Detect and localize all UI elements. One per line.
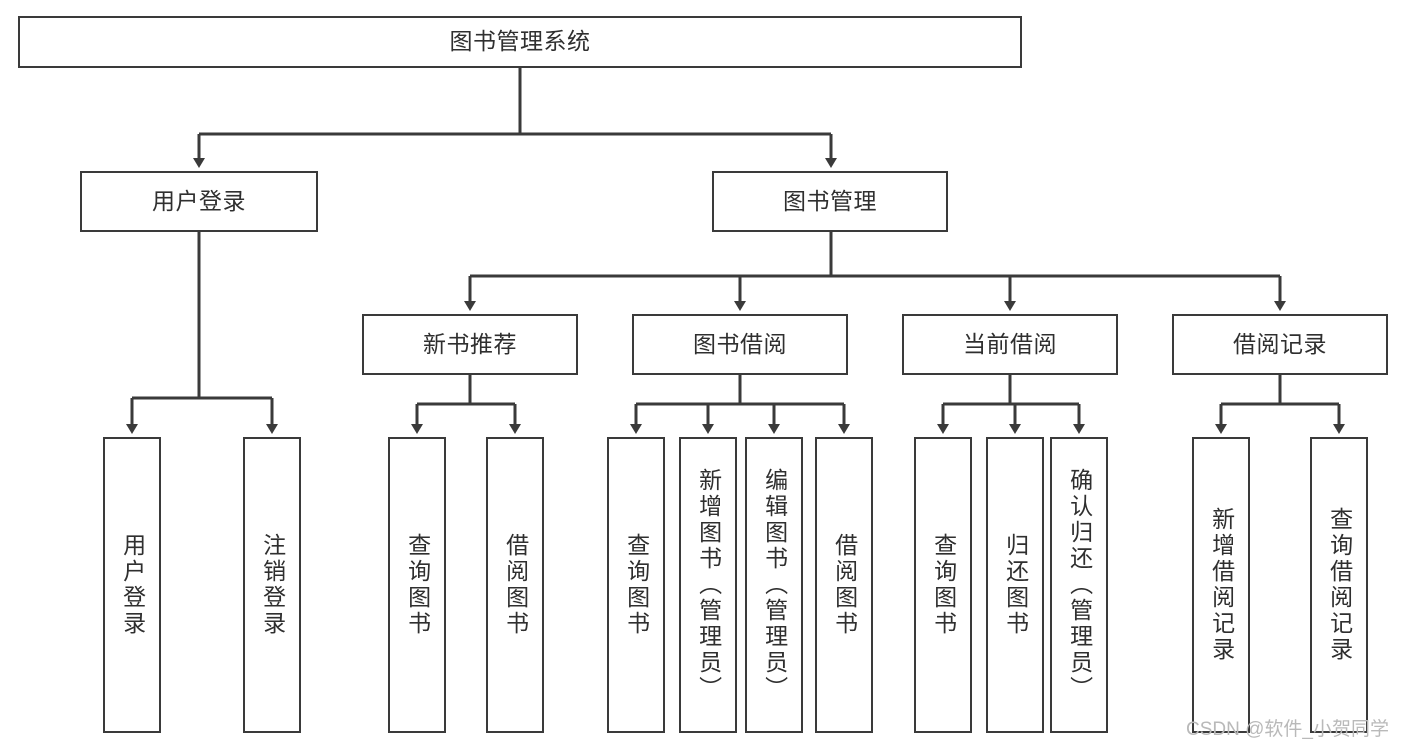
- node-label: 查询借阅记录: [1326, 507, 1353, 663]
- node-label: 编辑图书（管理员）: [761, 468, 788, 702]
- leaf-edit-book-admin[interactable]: 编辑图书（管理员）: [745, 437, 803, 733]
- node-label: 查询图书: [930, 533, 957, 637]
- node-new-book-recommend[interactable]: 新书推荐: [362, 314, 578, 375]
- node-label: 确认归还（管理员）: [1066, 468, 1093, 702]
- leaf-query-book-current[interactable]: 查询图书: [914, 437, 972, 733]
- node-label: 用户登录: [119, 533, 146, 637]
- node-label: 当前借阅: [963, 330, 1057, 357]
- node-label: 新增借阅记录: [1208, 507, 1235, 663]
- node-label: 借阅记录: [1233, 330, 1327, 357]
- leaf-borrow-book[interactable]: 借阅图书: [815, 437, 873, 733]
- leaf-add-book-admin[interactable]: 新增图书（管理员）: [679, 437, 737, 733]
- node-label: 查询图书: [404, 533, 431, 637]
- node-book-management[interactable]: 图书管理: [712, 171, 948, 232]
- node-current-borrow[interactable]: 当前借阅: [902, 314, 1118, 375]
- leaf-query-borrow-record[interactable]: 查询借阅记录: [1310, 437, 1368, 733]
- leaf-query-book-borrow[interactable]: 查询图书: [607, 437, 665, 733]
- leaf-confirm-return-admin[interactable]: 确认归还（管理员）: [1050, 437, 1108, 733]
- node-borrow-record[interactable]: 借阅记录: [1172, 314, 1388, 375]
- node-label: 新增图书（管理员）: [695, 468, 722, 702]
- node-label: 图书借阅: [693, 330, 787, 357]
- node-label: 查询图书: [623, 533, 650, 637]
- watermark: CSDN @软件_小贺同学: [1186, 719, 1389, 740]
- leaf-user-login[interactable]: 用户登录: [103, 437, 161, 733]
- leaf-logout[interactable]: 注销登录: [243, 437, 301, 733]
- node-label: 用户登录: [152, 187, 246, 214]
- leaf-return-book[interactable]: 归还图书: [986, 437, 1044, 733]
- node-user-login[interactable]: 用户登录: [80, 171, 318, 232]
- node-label: 图书管理系统: [449, 28, 591, 55]
- node-label: 借阅图书: [831, 533, 858, 637]
- node-label: 归还图书: [1002, 533, 1029, 637]
- node-label: 新书推荐: [423, 330, 517, 357]
- node-label: 注销登录: [259, 533, 286, 637]
- leaf-query-book-recommend[interactable]: 查询图书: [388, 437, 446, 733]
- leaf-borrow-book-recommend[interactable]: 借阅图书: [486, 437, 544, 733]
- node-label: 借阅图书: [502, 533, 529, 637]
- node-label: 图书管理: [783, 187, 877, 214]
- node-root[interactable]: 图书管理系统: [18, 16, 1022, 68]
- node-book-borrow[interactable]: 图书借阅: [632, 314, 848, 375]
- leaf-add-borrow-record[interactable]: 新增借阅记录: [1192, 437, 1250, 733]
